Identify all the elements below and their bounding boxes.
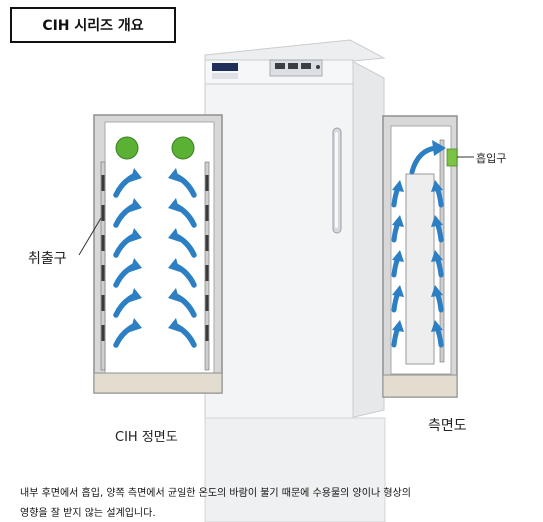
brand-logo <box>212 63 238 71</box>
description-line-1: 내부 후면에서 흡입, 양쪽 측면에서 균일한 온도의 바람이 불기 때문에 수… <box>20 488 411 499</box>
cabinet-body <box>204 39 386 522</box>
front-arrow-heads <box>130 168 180 332</box>
green-vent-circle <box>171 136 195 160</box>
intake-port <box>446 148 458 167</box>
description-line-2: 영향을 잘 받지 않는 설계입니다. <box>20 508 156 519</box>
front-view-panel <box>93 114 223 394</box>
intake-label: 흡입구 <box>476 152 507 165</box>
door-handle <box>332 127 342 234</box>
exhaust-leader-line <box>78 217 102 256</box>
control-panel <box>212 59 323 79</box>
side-arrow-heads <box>392 140 446 332</box>
green-vent-circle <box>115 136 139 160</box>
front-view-label: CIH 정면도 <box>115 430 178 445</box>
exhaust-label: 취출구 <box>28 251 67 267</box>
description-text: 내부 후면에서 흡입, 양쪽 측면에서 균일한 온도의 바람이 불기 때문에 수… <box>20 484 535 522</box>
side-view-label: 측면도 <box>428 418 467 434</box>
page-title: CIH 시리즈 개요 <box>10 7 176 43</box>
